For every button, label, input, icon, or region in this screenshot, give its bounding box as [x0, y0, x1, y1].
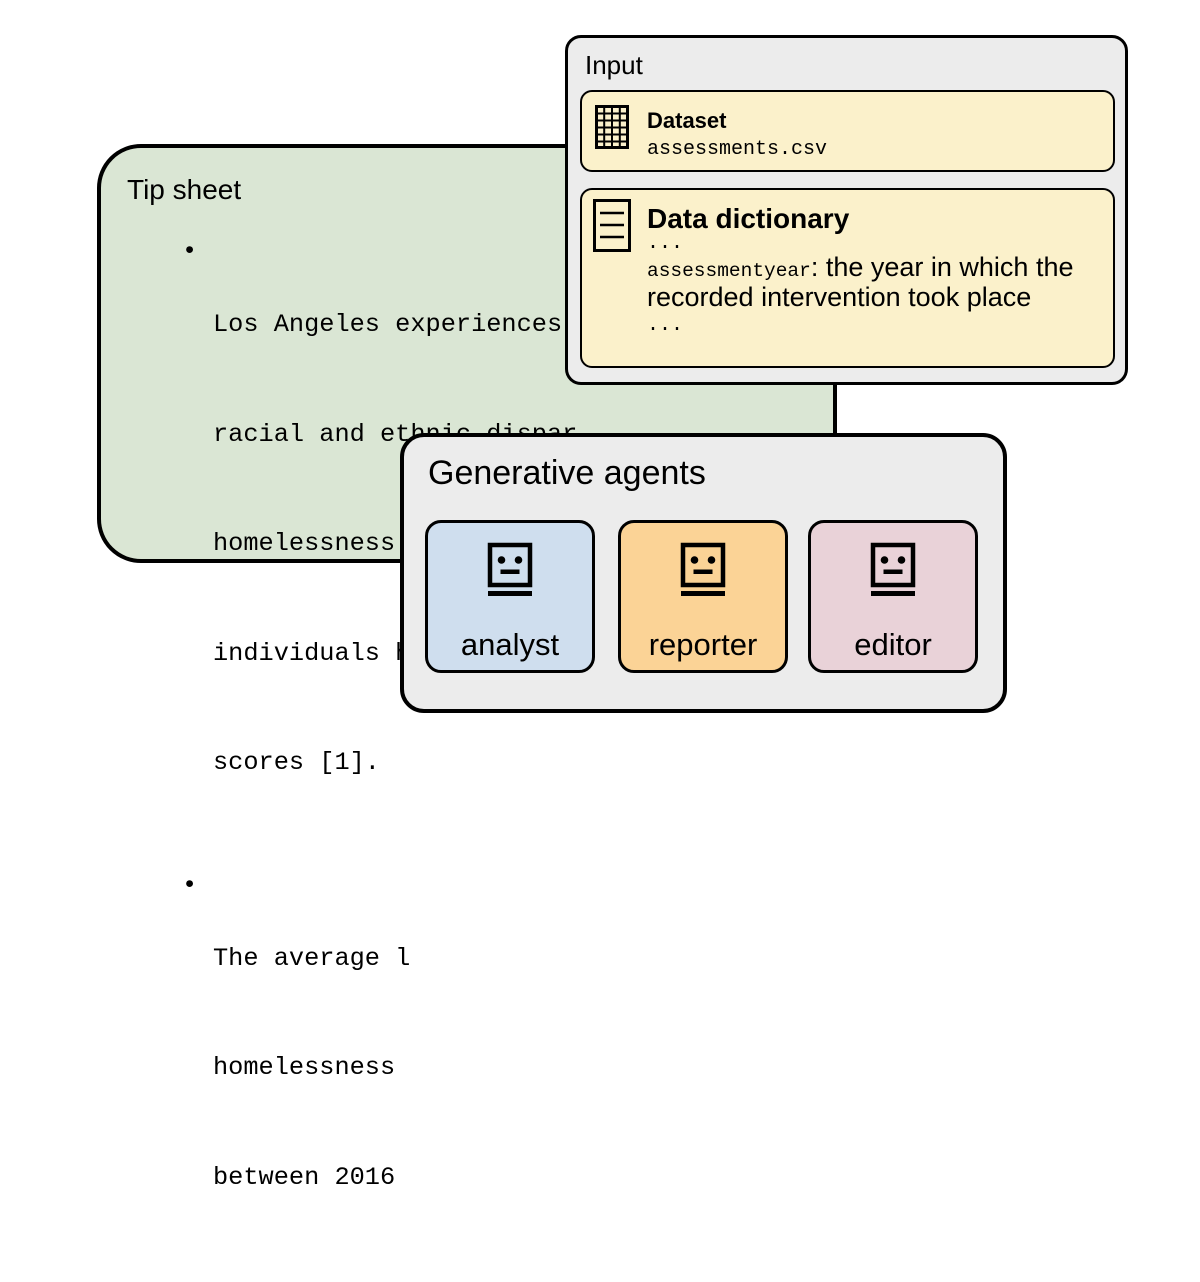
dataset-filename: assessments.csv — [647, 138, 828, 161]
data-dictionary-title: Data dictionary — [647, 203, 850, 234]
bullet-line: between 2016 — [213, 1162, 396, 1192]
input-panel-title: Input — [585, 50, 643, 80]
bullet-line: homelessness — [213, 1053, 396, 1082]
tip-sheet-bullet-list: • Los Angeles experiences racial and eth… — [182, 234, 822, 1282]
dictionary-ellipsis-top: ... — [647, 232, 684, 255]
agent-label: editor — [854, 627, 932, 662]
document-lines-icon — [593, 199, 631, 257]
table-grid-icon — [595, 105, 629, 154]
robot-face-icon — [679, 541, 727, 603]
dictionary-definition-line: recorded intervention took place — [647, 282, 1032, 312]
dictionary-ellipsis-bottom: ... — [647, 314, 684, 337]
dictionary-definition-text: : the year in which the — [810, 252, 1074, 282]
dictionary-definition-line: assessmentyear: the year in which the — [647, 252, 1073, 283]
agent-label: analyst — [460, 627, 560, 662]
tip-sheet-bullet: • The average l homelessness between 201… — [182, 868, 822, 1270]
bullet-line: Los Angeles experiences — [213, 310, 563, 339]
robot-face-icon — [486, 541, 534, 603]
tip-sheet-title: Tip sheet — [127, 174, 242, 205]
bullet-dot-icon: • — [182, 870, 198, 900]
generative-agents-title: Generative agents — [428, 454, 706, 492]
robot-face-icon — [869, 541, 917, 603]
dataset-card: Dataset assessments.csv — [580, 90, 1115, 172]
agent-box-reporter: reporter — [618, 520, 788, 673]
agent-box-editor: editor — [808, 520, 978, 673]
generative-agents-panel: Generative agents analyst reporter — [400, 433, 1007, 713]
bullet-line: The average l — [213, 943, 411, 973]
bullet-line: scores [1]. — [213, 748, 380, 777]
agent-label: reporter — [648, 627, 758, 662]
agent-box-analyst: analyst — [425, 520, 595, 673]
dataset-card-title: Dataset — [647, 108, 727, 133]
input-panel: Input Dataset assessments.csv — [565, 35, 1128, 385]
bullet-dot-icon: • — [182, 237, 198, 266]
bullet-text: The average l homelessness between 2016 — [213, 868, 410, 1270]
data-dictionary-card: Data dictionary ... assessmentyear: the … — [580, 188, 1115, 368]
dictionary-term: assessmentyear — [647, 260, 811, 282]
